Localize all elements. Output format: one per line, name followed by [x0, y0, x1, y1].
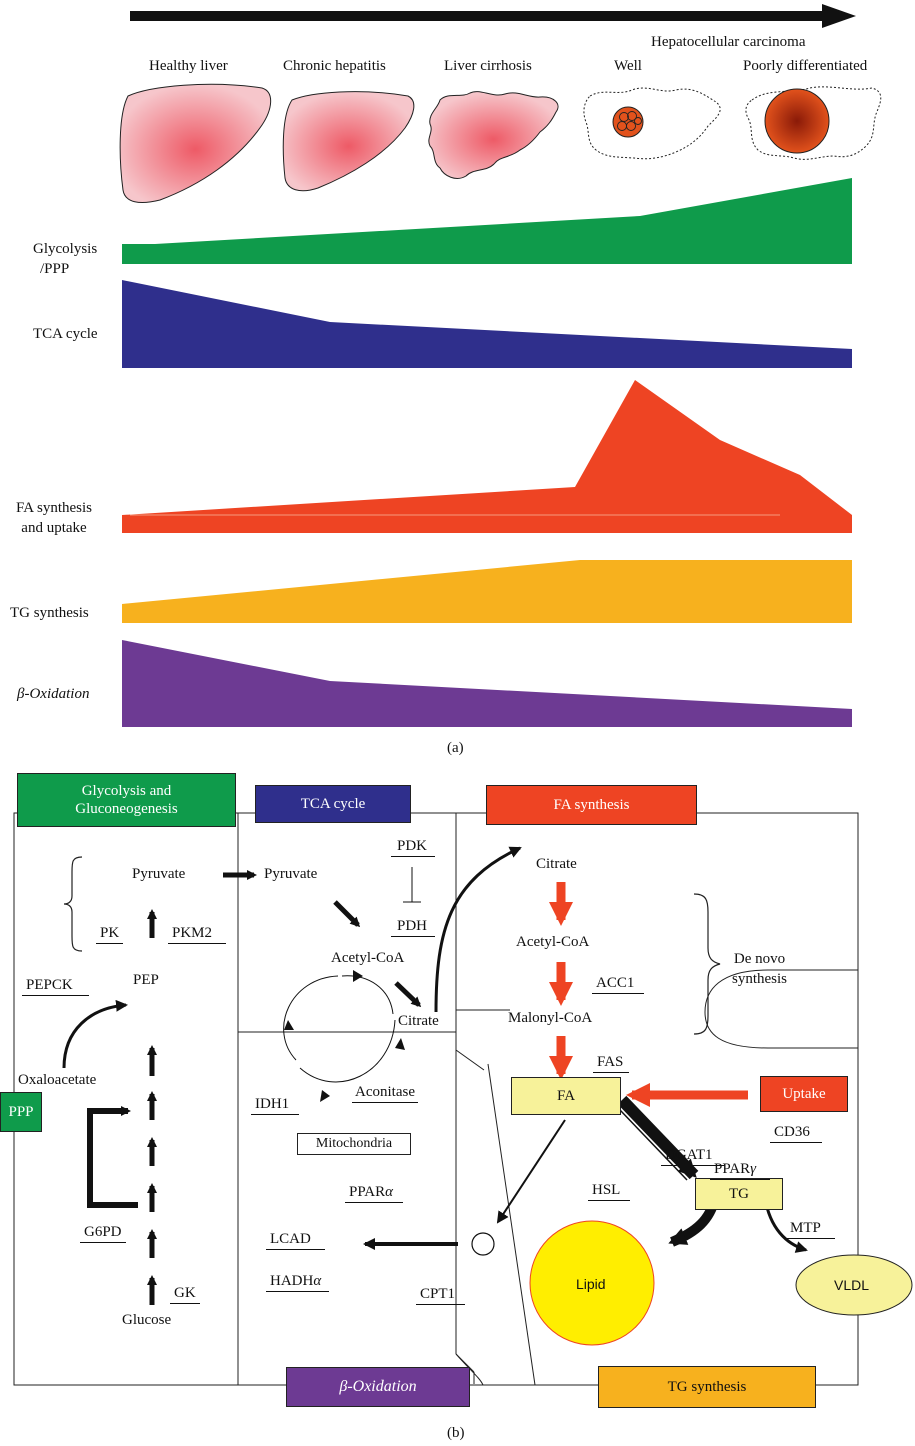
fa-to-tg-arrow [617, 1095, 699, 1180]
track-label-beta-oxidation: β-Oxidation [17, 686, 90, 702]
liver-cirrhosis-shape [428, 91, 559, 179]
stage-healthy-liver: Healthy liver [149, 58, 228, 74]
vldl-particle [795, 1254, 913, 1316]
tca-cycle-circle [283, 975, 396, 1083]
enzyme-cd36: CD36 [770, 1124, 822, 1143]
lipid-droplet [529, 1220, 655, 1346]
citrate-export-arrow [434, 846, 522, 1013]
progression-arrow [130, 4, 856, 28]
header-tca: TCA cycle [255, 785, 411, 823]
enzyme-idh1: IDH1 [251, 1096, 300, 1115]
node-acetyl-coa-mid: Acetyl-CoA [331, 950, 405, 966]
enzyme-pdk: PDK [391, 838, 436, 857]
glycolysis-track [122, 178, 852, 264]
enzyme-hadha: HADHα [266, 1273, 330, 1292]
well-hcc-outline [583, 87, 721, 160]
enzyme-pkm2: PKM2 [168, 925, 227, 944]
cpt1-transporter [471, 1232, 495, 1256]
enzyme-cpt1: CPT1 [416, 1286, 466, 1305]
enzyme-pdh: PDH [391, 918, 436, 937]
node-lipid: Lipid [576, 1276, 606, 1292]
beta-oxidation-track [122, 640, 852, 727]
membrane-curve [704, 969, 858, 1049]
track-label-glycolysis-line2: /PPP [40, 261, 70, 277]
enzyme-pepck: PEPCK [22, 977, 89, 996]
tca-track [122, 280, 852, 368]
enzyme-mtp: MTP [786, 1220, 835, 1239]
enzyme-pk: PK [96, 925, 124, 944]
poorly-tumor-mass [764, 88, 830, 154]
panel-a-caption: (a) [447, 740, 464, 756]
enzyme-fas: FAS [593, 1054, 630, 1073]
enzyme-g6pd: G6PD [80, 1224, 126, 1243]
track-label-fa-line2: and uptake [21, 520, 87, 536]
node-glucose: Glucose [122, 1312, 172, 1328]
node-pyruvate-mid: Pyruvate [264, 866, 318, 882]
node-vldl: VLDL [834, 1277, 870, 1293]
enzyme-ppara: PPARα [345, 1184, 404, 1203]
stage-liver-cirrhosis: Liver cirrhosis [444, 58, 532, 74]
stage-well: Well [614, 58, 642, 74]
track-label-glycolysis-line1: Glycolysis [33, 241, 98, 257]
enzyme-dgat1: DGAT1 [661, 1147, 725, 1166]
header-tg-synthesis: TG synthesis [598, 1366, 816, 1408]
glycolysis-arrows [147, 870, 422, 1305]
header-glycolysis-line1: Glycolysis and [81, 783, 172, 799]
chronic-hepatitis-shape [282, 91, 415, 192]
node-citrate-right: Citrate [536, 856, 577, 872]
node-pep: PEP [133, 972, 159, 988]
pepck-arrow [62, 999, 128, 1069]
header-fa-synthesis: FA synthesis [486, 785, 697, 825]
poorly-hcc-outline [745, 86, 882, 160]
stage-chronic-hepatitis: Chronic hepatitis [283, 58, 386, 74]
enzyme-hsl: HSL [588, 1182, 631, 1201]
ppp-bracket [63, 856, 83, 952]
stage-hcc-header: Hepatocellular carcinoma [651, 34, 806, 50]
tca-cycle-arrowheads [284, 970, 405, 1102]
fa-synthesis-track [122, 380, 852, 533]
node-de-novo-line1: De novo [733, 951, 786, 967]
track-label-fa-line1: FA synthesis [16, 500, 92, 516]
header-glycolysis-line2: Gluconeogenesis [75, 801, 178, 817]
well-tumor-nodule [612, 106, 644, 138]
node-mitochondria: Mitochondria [297, 1133, 411, 1155]
node-malonyl-coa: Malonyl-CoA [508, 1010, 593, 1026]
fa-to-cpt1-arrow [496, 1119, 566, 1224]
tg-synthesis-track [122, 560, 852, 623]
header-ppp: PPP [0, 1092, 42, 1132]
node-aconitase: Aconitase [352, 1084, 418, 1103]
enzyme-pparg: PPARγ [710, 1161, 771, 1180]
header-uptake: Uptake [760, 1076, 848, 1112]
stage-poorly-differentiated: Poorly differentiated [743, 58, 868, 74]
node-de-novo-line2: synthesis [732, 971, 788, 987]
healthy-liver-shape [119, 83, 272, 203]
ppp-shunt-arrow [87, 1106, 138, 1208]
node-pyruvate-left: Pyruvate [132, 866, 186, 882]
track-label-fa-synthesis: FA synthesis and uptake [16, 500, 92, 537]
node-citrate-mid: Citrate [398, 1013, 439, 1029]
node-tg: TG [695, 1178, 783, 1210]
enzyme-acc1: ACC1 [592, 975, 645, 994]
node-fa: FA [511, 1077, 621, 1115]
track-label-tg-synthesis: TG synthesis [10, 605, 89, 621]
enzyme-lcad: LCAD [266, 1231, 325, 1250]
track-label-glycolysis: Glycolysis /PPP [33, 241, 97, 278]
de-novo-brace [693, 893, 721, 1035]
track-label-tca: TCA cycle [33, 326, 98, 342]
node-de-novo: De novo synthesis [732, 951, 787, 988]
node-acetyl-coa-right: Acetyl-CoA [516, 934, 590, 950]
enzyme-gk: GK [170, 1285, 200, 1304]
node-oxaloacetate: Oxaloacetate [18, 1072, 97, 1088]
header-glycolysis: Glycolysis and Gluconeogenesis [17, 773, 236, 827]
fa-synthesis-arrows [549, 882, 748, 1107]
panel-b-caption: (b) [447, 1425, 465, 1441]
header-beta-oxidation: β-Oxidation [286, 1367, 470, 1407]
